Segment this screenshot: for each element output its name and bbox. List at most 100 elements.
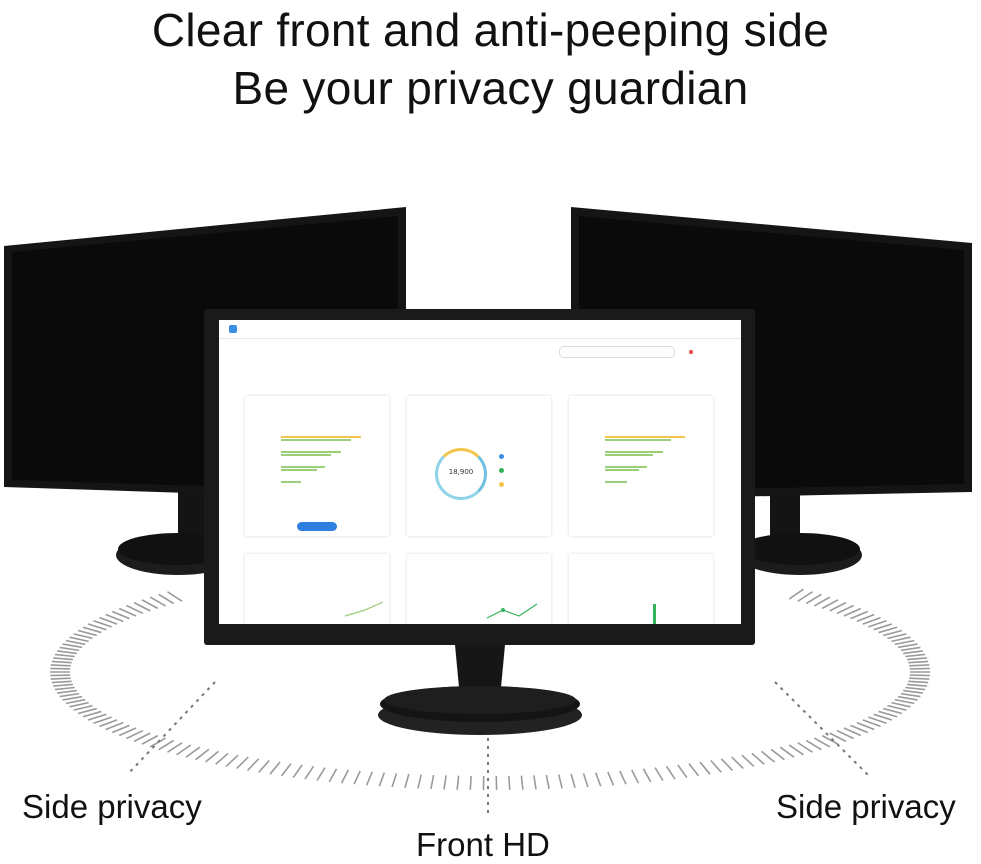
ring-tick (159, 594, 174, 603)
ring-tick (57, 651, 77, 653)
screen-topbar (219, 320, 741, 339)
ring-tick (903, 691, 923, 693)
ring-tick (186, 747, 200, 757)
ring-tick (305, 766, 313, 779)
ring-tick (905, 654, 925, 656)
ring-tick (159, 740, 174, 749)
ring-tick (534, 775, 536, 789)
legend-dot (499, 454, 504, 459)
bar-mark (653, 604, 656, 624)
ring-tick (55, 654, 75, 656)
ring-tick (418, 775, 421, 789)
bar-row (579, 466, 705, 472)
ring-tick (643, 769, 650, 782)
front-hd-label: Front HD (416, 826, 550, 864)
bar-row (255, 466, 381, 472)
ring-tick (379, 773, 384, 787)
dashboard-card-3 (569, 396, 713, 536)
ring-tick (196, 749, 209, 759)
donut-chart: 18,900 (435, 448, 487, 500)
ring-tick (74, 706, 93, 711)
ring-tick (907, 684, 927, 686)
dashboard-card-2: 18,900 (407, 396, 551, 536)
ring-tick (546, 775, 549, 789)
bar-row (579, 436, 705, 442)
ring-tick (632, 770, 639, 783)
ring-tick (887, 706, 906, 711)
card-primary-button (297, 522, 337, 531)
ring-tick (789, 745, 803, 755)
ring-tick (237, 757, 249, 768)
left-guide-line (127, 682, 215, 775)
screen-search-box (559, 346, 675, 358)
ring-tick (806, 740, 821, 749)
ring-tick (354, 771, 360, 784)
side-privacy-label-left: Side privacy (22, 788, 202, 826)
ring-tick (405, 774, 409, 788)
ring-tick (392, 773, 396, 787)
ring-tick (270, 762, 280, 774)
ring-tick (559, 775, 562, 789)
side-privacy-label-right: Side privacy (776, 788, 956, 826)
ring-tick (509, 776, 510, 790)
ring-tick (51, 665, 71, 666)
ring-tick (70, 703, 89, 707)
ring-tick (342, 770, 349, 783)
ring-tick (908, 661, 928, 662)
ring-tick (903, 651, 923, 653)
app-logo-icon (229, 325, 237, 333)
ring-tick (798, 743, 813, 753)
ring-tick (281, 764, 290, 776)
ring-tick (689, 764, 698, 776)
ring-tick (667, 766, 675, 779)
ring-tick (444, 775, 446, 789)
ring-tick (571, 774, 575, 788)
ring-tick (293, 765, 302, 778)
ring-tick (608, 772, 614, 785)
ring-tick (898, 644, 917, 647)
ring-tick (909, 665, 929, 666)
ring-tick (521, 776, 522, 790)
ring-tick (898, 697, 917, 700)
ring-tick (887, 634, 906, 639)
card-text-button (459, 522, 499, 531)
ring-tick (70, 637, 89, 641)
ring-tick (891, 703, 910, 707)
ring-tick (52, 661, 72, 662)
bar-row (255, 436, 381, 442)
ring-tick (78, 631, 97, 636)
legend-dot (499, 468, 504, 473)
ring-tick (470, 776, 471, 790)
ring-tick (74, 634, 93, 639)
ring-tick (60, 694, 80, 697)
ring-tick (167, 743, 182, 753)
ring-tick (63, 644, 82, 647)
card-text-button (621, 522, 661, 531)
bar-row (579, 451, 705, 457)
ring-tick (895, 641, 914, 645)
ring-tick (52, 681, 72, 682)
ring-tick (908, 681, 928, 682)
ring-tick (700, 762, 710, 774)
ring-tick (771, 749, 784, 759)
ring-tick (901, 694, 921, 697)
ring-tick (907, 658, 927, 660)
ring-tick (895, 700, 914, 704)
right-guide-line (775, 682, 868, 775)
ring-tick (883, 709, 902, 714)
ring-tick (780, 747, 794, 757)
ring-tick (431, 775, 434, 789)
ring-tick (762, 751, 775, 762)
ring-tick (329, 769, 336, 782)
front-screen-dashboard: 18,900 (219, 320, 741, 624)
ring-tick (55, 688, 75, 690)
ring-tick (66, 641, 85, 645)
ring-tick (177, 745, 191, 755)
ring-tick (53, 684, 73, 686)
ring-tick (806, 594, 821, 603)
ring-tick (678, 765, 687, 778)
ring-tick (457, 776, 458, 790)
ring-tick (367, 772, 373, 785)
legend-dot (499, 482, 504, 487)
ring-tick (798, 592, 813, 602)
